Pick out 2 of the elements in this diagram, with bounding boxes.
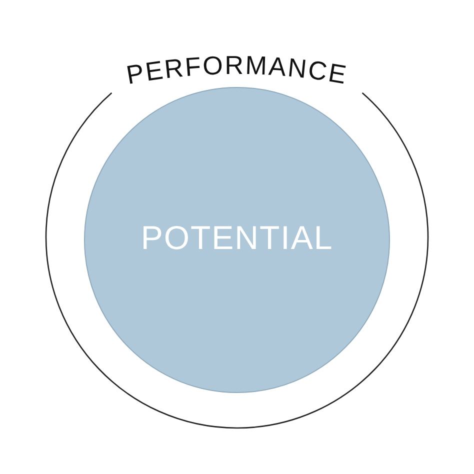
circle-label: POTENTIAL	[140, 220, 334, 254]
curved-heading: PERFORMANCE	[124, 50, 350, 90]
